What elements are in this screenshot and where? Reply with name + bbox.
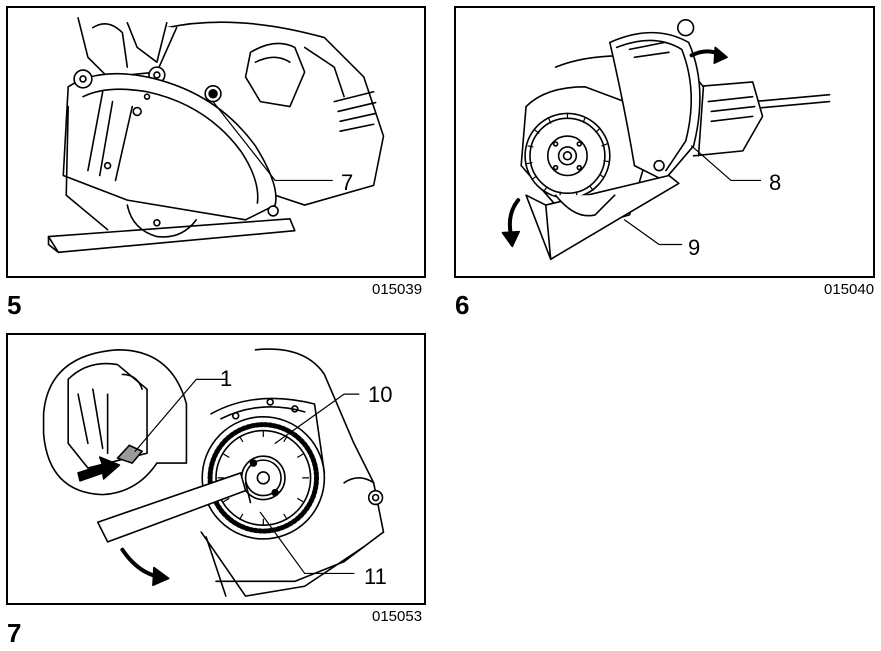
callout-label: 11: [364, 564, 387, 589]
callout-label: 8: [769, 170, 782, 195]
figure-6-illustration: [456, 8, 873, 276]
callout-label: 9: [688, 235, 701, 260]
callout-label: 7: [341, 170, 354, 195]
figure-code: 015040: [824, 281, 875, 298]
figure-5-illustration: [8, 8, 424, 276]
figure-number: 6: [455, 290, 470, 320]
figure-number: 7: [7, 618, 22, 648]
callout-label: 10: [368, 382, 393, 407]
figure-code: 015053: [372, 608, 423, 625]
figure-7-illustration: [8, 335, 424, 603]
figure-5-panel: 7: [6, 6, 426, 278]
figure-code: 015039: [372, 281, 423, 298]
figure-number: 5: [7, 290, 22, 320]
figure-6-panel: 8 9: [454, 6, 875, 278]
callout-label: 1: [220, 366, 233, 391]
figure-7-panel: 1 10 11: [6, 333, 426, 605]
